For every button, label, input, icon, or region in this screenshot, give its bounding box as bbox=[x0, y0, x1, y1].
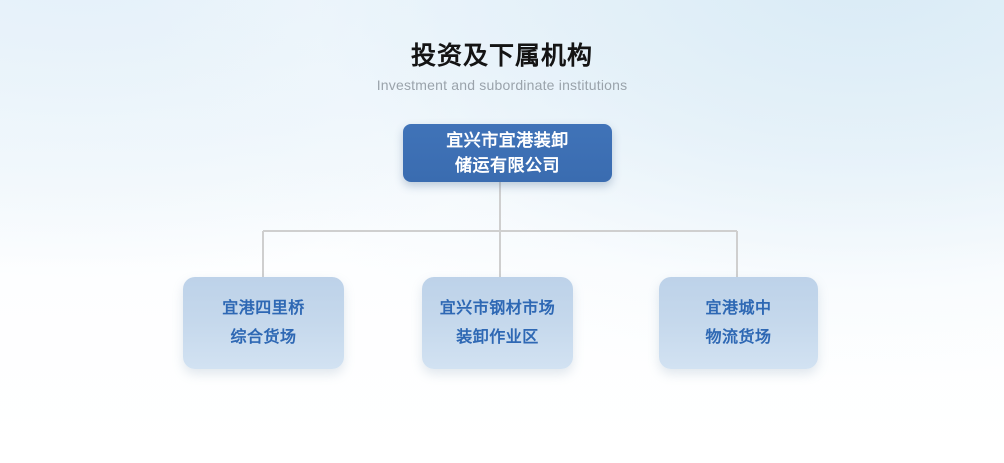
page-heading: 投资及下属机构 Investment and subordinate insti… bbox=[0, 40, 1004, 95]
page-subtitle: Investment and subordinate institutions bbox=[376, 77, 628, 93]
org-node-child-1[interactable]: 宜兴市钢材市场 装卸作业区 bbox=[422, 277, 573, 369]
org-node-child-0-line-2: 综合货场 bbox=[230, 329, 297, 346]
org-node-child-1-line-1: 宜兴市钢材市场 bbox=[439, 300, 556, 317]
org-node-root-line-2: 储运有限公司 bbox=[455, 156, 560, 175]
org-node-child-2[interactable]: 宜港城中 物流货场 bbox=[659, 277, 818, 369]
org-node-child-1-line-2: 装卸作业区 bbox=[456, 329, 539, 346]
org-node-root-line-1: 宜兴市宜港装卸 bbox=[446, 131, 569, 150]
page-title: 投资及下属机构 bbox=[410, 42, 593, 70]
org-node-child-0-line-1: 宜港四里桥 bbox=[222, 300, 305, 317]
org-node-root[interactable]: 宜兴市宜港装卸 储运有限公司 bbox=[403, 124, 612, 182]
org-node-child-2-line-2: 物流货场 bbox=[705, 329, 772, 346]
org-node-child-2-line-1: 宜港城中 bbox=[705, 300, 772, 317]
org-node-child-0[interactable]: 宜港四里桥 综合货场 bbox=[183, 277, 344, 369]
